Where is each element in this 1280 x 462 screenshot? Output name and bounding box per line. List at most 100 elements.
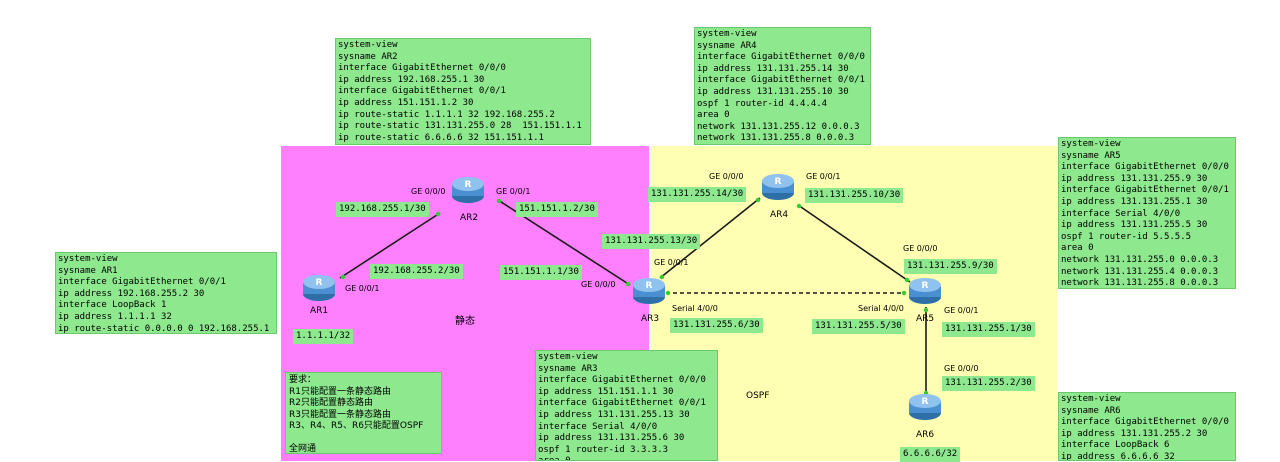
link-ar3-ar4	[659, 197, 761, 279]
config-line: sysname AR1	[58, 265, 118, 276]
config-line: interface GigabitEthernet 0/0/0	[697, 52, 865, 63]
port-dot	[435, 211, 441, 217]
config-line: R1只能配置一条静态路由	[289, 386, 391, 397]
config-line: interface GigabitEthernet 0/0/0	[1061, 162, 1229, 173]
config-line: ip route-static 0.0.0.0 0 192.168.255.1	[58, 323, 270, 334]
config-line: R3、R4、R5、R6只能配置OSPF	[289, 421, 424, 431]
config-line: system-view	[1061, 394, 1121, 404]
config-line: R3只能配置一条静态路由	[289, 409, 391, 420]
router-name-ar3: AR3	[641, 314, 660, 324]
ip-ar1-g001: 192.168.255.2/30	[370, 264, 463, 279]
config-line: area 0	[538, 456, 715, 460]
router-name-ar6: AR6	[916, 430, 935, 440]
config-line: ip route-static 6.6.6.6 32 151.151.1.1	[338, 132, 544, 143]
router-name-ar4: AR4	[770, 210, 789, 220]
config-line: system-view	[538, 352, 598, 362]
ip-ar1-loopback: 1.1.1.1/32	[293, 329, 354, 344]
config-line: ip address 131.131.255.10 30	[697, 86, 849, 97]
router-name-ar5: AR5	[916, 314, 935, 324]
config-line: 要求：	[289, 375, 317, 385]
config-line: ip route-static 131.131.255.0 28 151.151…	[338, 121, 582, 132]
svg-text:R: R	[922, 281, 929, 291]
ip-ar5-g000: 131.131.255.9/30	[904, 259, 997, 274]
config-line: sysname AR6	[1061, 405, 1121, 416]
config-line: interface GigabitEthernet 0/0/1	[538, 398, 706, 409]
router-name-ar1: AR1	[310, 306, 329, 316]
config-line: interface GigabitEthernet 0/0/0	[538, 375, 706, 386]
ip-ar3-s400: 131.131.255.6/30	[670, 318, 763, 333]
port-ar5-g001: GE 0/0/1	[944, 306, 979, 315]
router-name-ar2: AR2	[460, 213, 479, 223]
config-line: interface GigabitEthernet 0/0/1	[1061, 185, 1229, 196]
port-ar5-s400: Serial 4/0/0	[858, 304, 904, 313]
config-line: ip address 131.131.255.13 30	[538, 409, 690, 420]
config-line: ip address 131.131.255.6 30	[538, 433, 685, 444]
config-line: interface LoopBack 1	[58, 300, 167, 311]
port-ar6-g000: GE 0/0/0	[944, 364, 979, 373]
router-icon-ar4[interactable]: R	[761, 173, 795, 201]
config-line: 全网通	[289, 444, 317, 454]
config-line: ip address 6.6.6.6 32	[1061, 451, 1175, 461]
config-line: sysname AR3	[538, 363, 598, 374]
router-icon-ar5[interactable]: R	[908, 277, 942, 305]
config-line: ospf 1 router-id 3.3.3.3	[538, 444, 669, 455]
config-line: ip address 131.131.255.9 30	[1061, 173, 1208, 184]
router-icon-ar6[interactable]: R	[908, 393, 942, 421]
ip-ar5-s400: 131.131.255.5/30	[812, 319, 905, 334]
config-line: sysname AR4	[697, 40, 757, 51]
svg-text:R: R	[316, 278, 323, 288]
port-ar4-g001: GE 0/0/1	[806, 172, 841, 181]
svg-text:R: R	[922, 397, 929, 407]
port-dot	[665, 290, 671, 296]
config-line: ospf 1 router-id 5.5.5.5	[1061, 231, 1192, 242]
port-dot	[755, 197, 761, 203]
config-line: interface Serial 4/0/0	[538, 421, 658, 432]
config-line: system-view	[58, 254, 118, 264]
config-line: interface LoopBack 6	[1061, 440, 1170, 451]
router-icon-ar2[interactable]: R	[451, 176, 485, 204]
ip-ar2-g001: 151.151.1.2/30	[516, 202, 598, 217]
port-dot	[340, 274, 346, 280]
config-line: area 0	[1061, 243, 1094, 254]
config-line: system-view	[338, 40, 398, 50]
link-ar4-ar5	[797, 204, 911, 283]
config-line: ip address 151.151.1.2 30	[338, 97, 474, 108]
config-line	[289, 433, 438, 445]
port-dot	[796, 203, 802, 209]
config-line: ip address 192.168.255.1 30	[338, 74, 485, 85]
router-icon-ar3[interactable]: R	[632, 277, 666, 305]
ip-ar3-g000: 151.151.1.1/30	[500, 265, 582, 280]
port-ar3-g000: GE 0/0/0	[581, 280, 616, 289]
config-line: ip address 131.131.255.1 30	[1061, 196, 1208, 207]
svg-text:R: R	[775, 177, 782, 187]
port-dot	[496, 198, 502, 204]
ip-ar6-g000: 131.131.255.2/30	[942, 376, 1035, 391]
config-line: sysname AR2	[338, 51, 398, 62]
static-area-label: 静态	[455, 316, 475, 327]
config-line: ip address 151.151.1.1 30	[538, 386, 674, 397]
config-line: R2只能配置静态路由	[289, 398, 373, 408]
ip-ar4-g000: 131.131.255.14/30	[648, 187, 747, 202]
config-line: interface GigabitEthernet 0/0/0	[338, 63, 506, 74]
ip-ar3-g001: 131.131.255.13/30	[602, 234, 701, 249]
config-line: network 131.131.255.4 0.0.0.3	[1061, 266, 1219, 277]
link-ar1-ar2	[339, 212, 441, 279]
config-line: system-view	[697, 29, 757, 39]
config-line: interface GigabitEthernet 0/0/1	[58, 277, 226, 288]
config-line: interface Serial 4/0/0	[1061, 208, 1181, 219]
port-dot	[901, 290, 907, 296]
port-dot	[659, 274, 665, 280]
svg-text:R: R	[646, 281, 653, 291]
config-line: network 131.131.255.12 0.0.0.3	[697, 121, 860, 132]
router-icon-ar1[interactable]: R	[302, 274, 336, 302]
port-ar4-g000: GE 0/0/0	[709, 172, 744, 181]
port-ar2-g001: GE 0/0/1	[496, 187, 531, 196]
config-line: ip address 1.1.1.1 32	[58, 311, 172, 322]
port-ar3-s400: Serial 4/0/0	[672, 304, 718, 313]
svg-text:R: R	[465, 180, 472, 190]
